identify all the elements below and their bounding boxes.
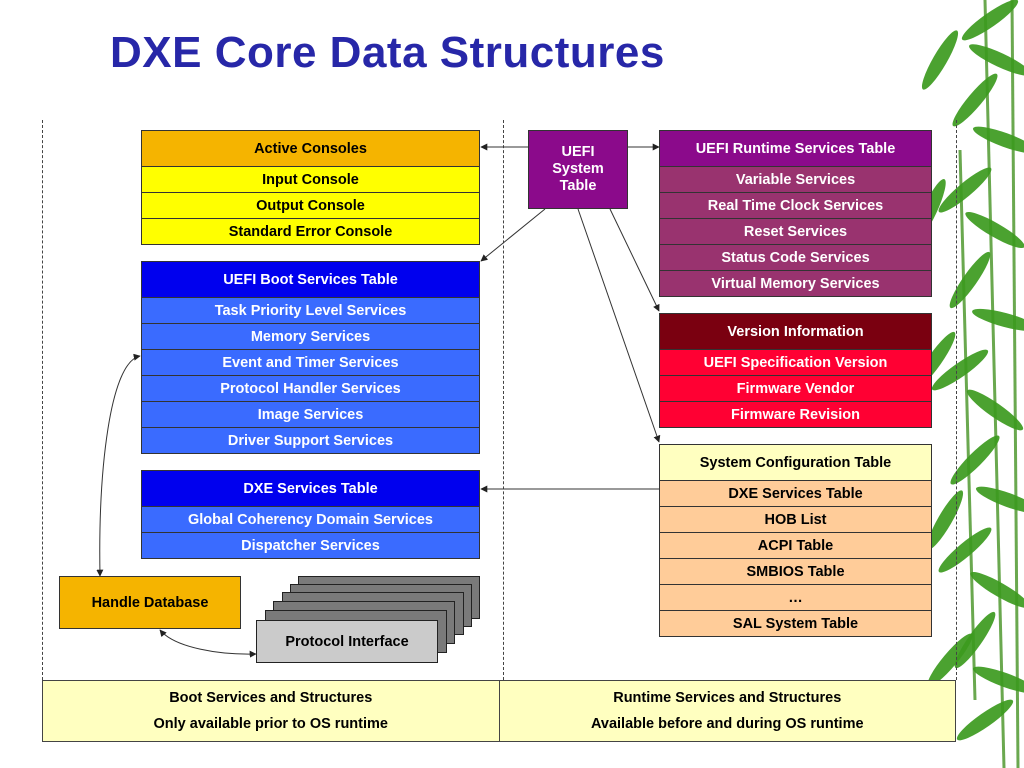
runtime-legend-note: Available before and during OS runtime [590,716,864,732]
bamboo-leaf [954,611,996,669]
bamboo-leaf [965,211,1024,249]
bottom-legend-panel: Boot Services and Structures Only availa… [42,680,956,742]
runtime-services-header: UEFI Runtime Services Table [659,130,932,167]
center-dashed-divider [503,120,504,680]
bamboo-leaf [952,73,998,127]
arrow-system-to-config [577,208,661,443]
ellipsis-row: … [659,584,932,611]
right-dashed-divider [956,120,957,680]
acpi-table-row: ACPI Table [659,532,932,559]
global-coherency-domain-services-row: Global Coherency Domain Services [141,506,480,533]
bamboo-leaf [949,251,991,309]
input-console-row: Input Console [141,166,480,193]
output-console-row: Output Console [141,192,480,219]
config-dxe-services-table-row: DXE Services Table [659,480,932,507]
bamboo-leaf [931,349,989,391]
version-information-table: Version Information UEFI Specification V… [659,313,932,428]
arrow-system-to-version [609,208,660,312]
dxe-services-header: DXE Services Table [141,470,480,507]
firmware-revision-row: Firmware Revision [659,401,932,428]
bamboo-leaf [921,30,959,90]
boot-legend-note: Only available prior to OS runtime [153,716,388,732]
runtime-legend: Runtime Services and Structures Availabl… [498,681,956,741]
handle-database-box: Handle Database [59,576,241,629]
active-consoles-table: Active Consoles Input Console Output Con… [141,130,480,245]
system-configuration-table: System Configuration Table DXE Services … [659,444,932,637]
runtime-legend-title: Runtime Services and Structures [613,690,842,706]
bamboo-stalk [958,149,977,701]
boot-services-table: UEFI Boot Services Table Task Priority L… [141,261,480,454]
real-time-clock-services-row: Real Time Clock Services [659,192,932,219]
bamboo-leaf [972,126,1024,154]
reset-services-row: Reset Services [659,218,932,245]
system-configuration-header: System Configuration Table [659,444,932,481]
left-dashed-divider [42,120,43,680]
active-consoles-header: Active Consoles [141,130,480,167]
task-priority-level-services-row: Task Priority Level Services [141,297,480,324]
dispatcher-services-row: Dispatcher Services [141,532,480,559]
bamboo-leaf [956,699,1014,741]
event-and-timer-services-row: Event and Timer Services [141,349,480,376]
bamboo-leaves [914,0,1024,768]
variable-services-row: Variable Services [659,166,932,193]
bamboo-leaf [969,44,1024,76]
firmware-vendor-row: Firmware Vendor [659,375,932,402]
version-information-header: Version Information [659,313,932,350]
driver-support-services-row: Driver Support Services [141,427,480,454]
uefi-system-table-label: UEFI System Table [552,144,604,194]
memory-services-row: Memory Services [141,323,480,350]
bamboo-leaf [961,0,1019,41]
sal-system-table-row: SAL System Table [659,610,932,637]
image-services-row: Image Services [141,401,480,428]
bamboo-leaf [972,666,1024,694]
bamboo-leaf [970,571,1024,609]
dxe-services-table: DXE Services Table Global Coherency Doma… [141,470,480,559]
page-title: DXE Core Data Structures [110,28,665,77]
bamboo-leaf [972,308,1024,332]
protocol-handler-services-row: Protocol Handler Services [141,375,480,402]
bamboo-leaf [938,167,992,213]
bamboo-leaf [938,527,992,573]
arrow-system-to-boot [480,208,546,262]
protocol-interface-label: Protocol Interface [285,633,409,650]
boot-legend-title: Boot Services and Structures [169,690,373,706]
runtime-services-table: UEFI Runtime Services Table Variable Ser… [659,130,932,297]
boot-legend: Boot Services and Structures Only availa… [43,681,499,741]
bamboo-leaf [966,389,1024,431]
hob-list-row: HOB List [659,506,932,533]
boot-services-header: UEFI Boot Services Table [141,261,480,298]
protocol-interface-box: Protocol Interface [256,620,438,663]
uefi-system-table: UEFI System Table [528,130,628,209]
arrow-handle-database-protocol [159,629,257,658]
bamboo-leaf [975,486,1024,514]
status-code-services-row: Status Code Services [659,244,932,271]
bamboo-leaf [927,633,973,687]
standard-error-console-row: Standard Error Console [141,218,480,245]
smbios-table-row: SMBIOS Table [659,558,932,585]
virtual-memory-services-row: Virtual Memory Services [659,270,932,297]
handle-database-label: Handle Database [91,594,209,611]
bamboo-leaf [950,435,1000,485]
bamboo-leaf [926,490,964,550]
uefi-specification-version-row: UEFI Specification Version [659,349,932,376]
bamboo-stalk [1010,0,1020,768]
arrow-boot-handle-database [96,353,141,577]
